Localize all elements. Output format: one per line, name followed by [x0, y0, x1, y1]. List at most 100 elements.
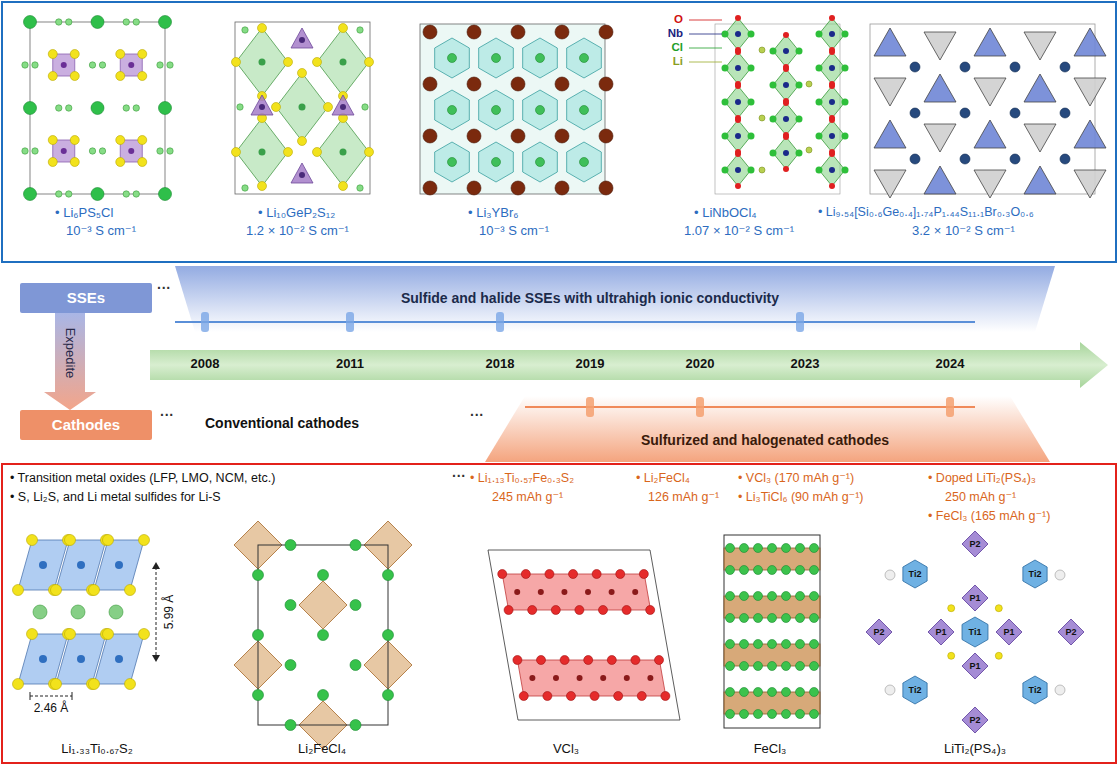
- octahedron: [903, 560, 927, 588]
- atom-sphere: [157, 148, 163, 154]
- tetrahedron: [874, 28, 906, 56]
- atom-sphere: [560, 656, 569, 665]
- atom-sphere: [89, 679, 100, 690]
- atom-sphere: [253, 690, 264, 701]
- atom-sphere: [726, 710, 735, 719]
- atom-sphere: [810, 662, 819, 671]
- octahedron: [773, 35, 799, 67]
- unit-cell: [488, 550, 680, 720]
- atom-sphere: [783, 66, 789, 72]
- atom-sphere: [313, 58, 322, 67]
- atom-sphere: [116, 136, 125, 145]
- atom-sphere: [65, 535, 76, 546]
- atom-sphere: [39, 561, 47, 569]
- band-shape: [485, 396, 1050, 462]
- leader-line: [689, 34, 722, 35]
- atom-sphere: [580, 158, 589, 167]
- atom-sphere: [167, 148, 173, 154]
- atom-sphere: [339, 182, 348, 191]
- atom-sphere: [272, 103, 281, 112]
- atom-sphere: [722, 65, 729, 72]
- atom-sphere: [133, 191, 139, 197]
- atom-sphere: [125, 585, 136, 596]
- conductivity-value: 1.07 × 10⁻² S cm⁻¹: [684, 223, 794, 239]
- atom-sphere: [70, 136, 79, 145]
- octahedron: [236, 28, 288, 96]
- atom-sphere: [783, 32, 789, 38]
- atom-sphere: [735, 99, 741, 105]
- timeline-arrow: 2008201120182019202020232024: [150, 342, 1108, 388]
- year-tick: [946, 397, 954, 417]
- atom-sphere: [1055, 685, 1065, 695]
- tetrahedron: [974, 78, 1006, 106]
- atom-sphere: [258, 24, 267, 33]
- atom-sphere: [816, 167, 823, 174]
- atom-sphere: [796, 566, 805, 575]
- atom-sphere: [661, 692, 670, 701]
- atom-sphere: [298, 137, 307, 146]
- atom-sphere: [511, 181, 525, 195]
- atom-sphere: [810, 566, 819, 575]
- conductivity-value: 3.2 × 10⁻² S cm⁻¹: [912, 223, 1015, 239]
- atom-sphere: [806, 81, 812, 87]
- site-label: Ti2: [909, 685, 922, 696]
- tetrahedron: [291, 163, 313, 183]
- atom-sphere: [383, 690, 394, 701]
- year-tick: [696, 397, 704, 417]
- tetrahedron: [996, 619, 1022, 645]
- tetrahedron: [1024, 124, 1056, 152]
- octahedron: [962, 617, 988, 647]
- site-label: Ti1: [969, 627, 982, 638]
- atom-sphere: [159, 16, 172, 29]
- atom-sphere: [528, 606, 537, 615]
- atom-sphere: [232, 148, 241, 157]
- site-label: P1: [969, 661, 980, 672]
- atom-sphere: [467, 77, 481, 91]
- atom-sphere: [543, 692, 552, 701]
- tetrahedron: [1074, 28, 1106, 56]
- atom-sphere: [138, 158, 147, 167]
- leader-line: [689, 20, 722, 21]
- site-label: P2: [873, 627, 884, 638]
- atom-sphere: [655, 656, 664, 665]
- octahedron: [725, 120, 751, 152]
- atom-sphere: [783, 100, 789, 106]
- atom-sphere: [726, 614, 735, 623]
- atom-sphere: [910, 62, 920, 72]
- atom-sphere: [504, 606, 513, 615]
- formula-caption: • Li₁₀GeP₂S₁₂: [258, 205, 335, 221]
- atom-sphere: [498, 570, 507, 579]
- atom-sphere: [842, 133, 849, 140]
- atom-sphere: [590, 692, 599, 701]
- atom-key-label: Cl: [672, 41, 684, 55]
- octahedron: [435, 142, 470, 182]
- atom-sphere: [350, 720, 361, 731]
- atom-sphere: [492, 54, 501, 63]
- atom-sphere: [754, 544, 763, 553]
- atom-sphere: [735, 15, 741, 21]
- atom-sphere: [70, 158, 79, 167]
- site-label: P1: [935, 627, 946, 638]
- atom-sphere: [299, 172, 305, 178]
- atom-sphere: [423, 77, 437, 91]
- structure-name: Li₂FeCl₄: [298, 741, 346, 757]
- atom-sphere: [735, 83, 741, 89]
- formula-caption: • Doped LiTi₂(PS₄)₃: [928, 471, 1036, 486]
- atom-sphere: [740, 592, 749, 601]
- atom-sphere: [584, 656, 593, 665]
- atom-sphere: [159, 102, 172, 115]
- atom-sphere: [70, 72, 79, 81]
- year-tick: [496, 312, 504, 332]
- unit-cell: [258, 545, 388, 725]
- tetrahedron: [1024, 74, 1056, 102]
- octahedral-layer: [517, 660, 665, 696]
- atom-sphere: [592, 570, 601, 579]
- atom-sphere: [842, 99, 849, 106]
- atom-key-label: Nb: [668, 27, 683, 41]
- atom-sphere: [740, 566, 749, 575]
- atom-sphere: [624, 675, 630, 681]
- atom-sphere: [536, 158, 545, 167]
- tetrahedron: [1074, 78, 1106, 106]
- atom-sphere: [637, 692, 646, 701]
- atom-sphere: [66, 191, 72, 197]
